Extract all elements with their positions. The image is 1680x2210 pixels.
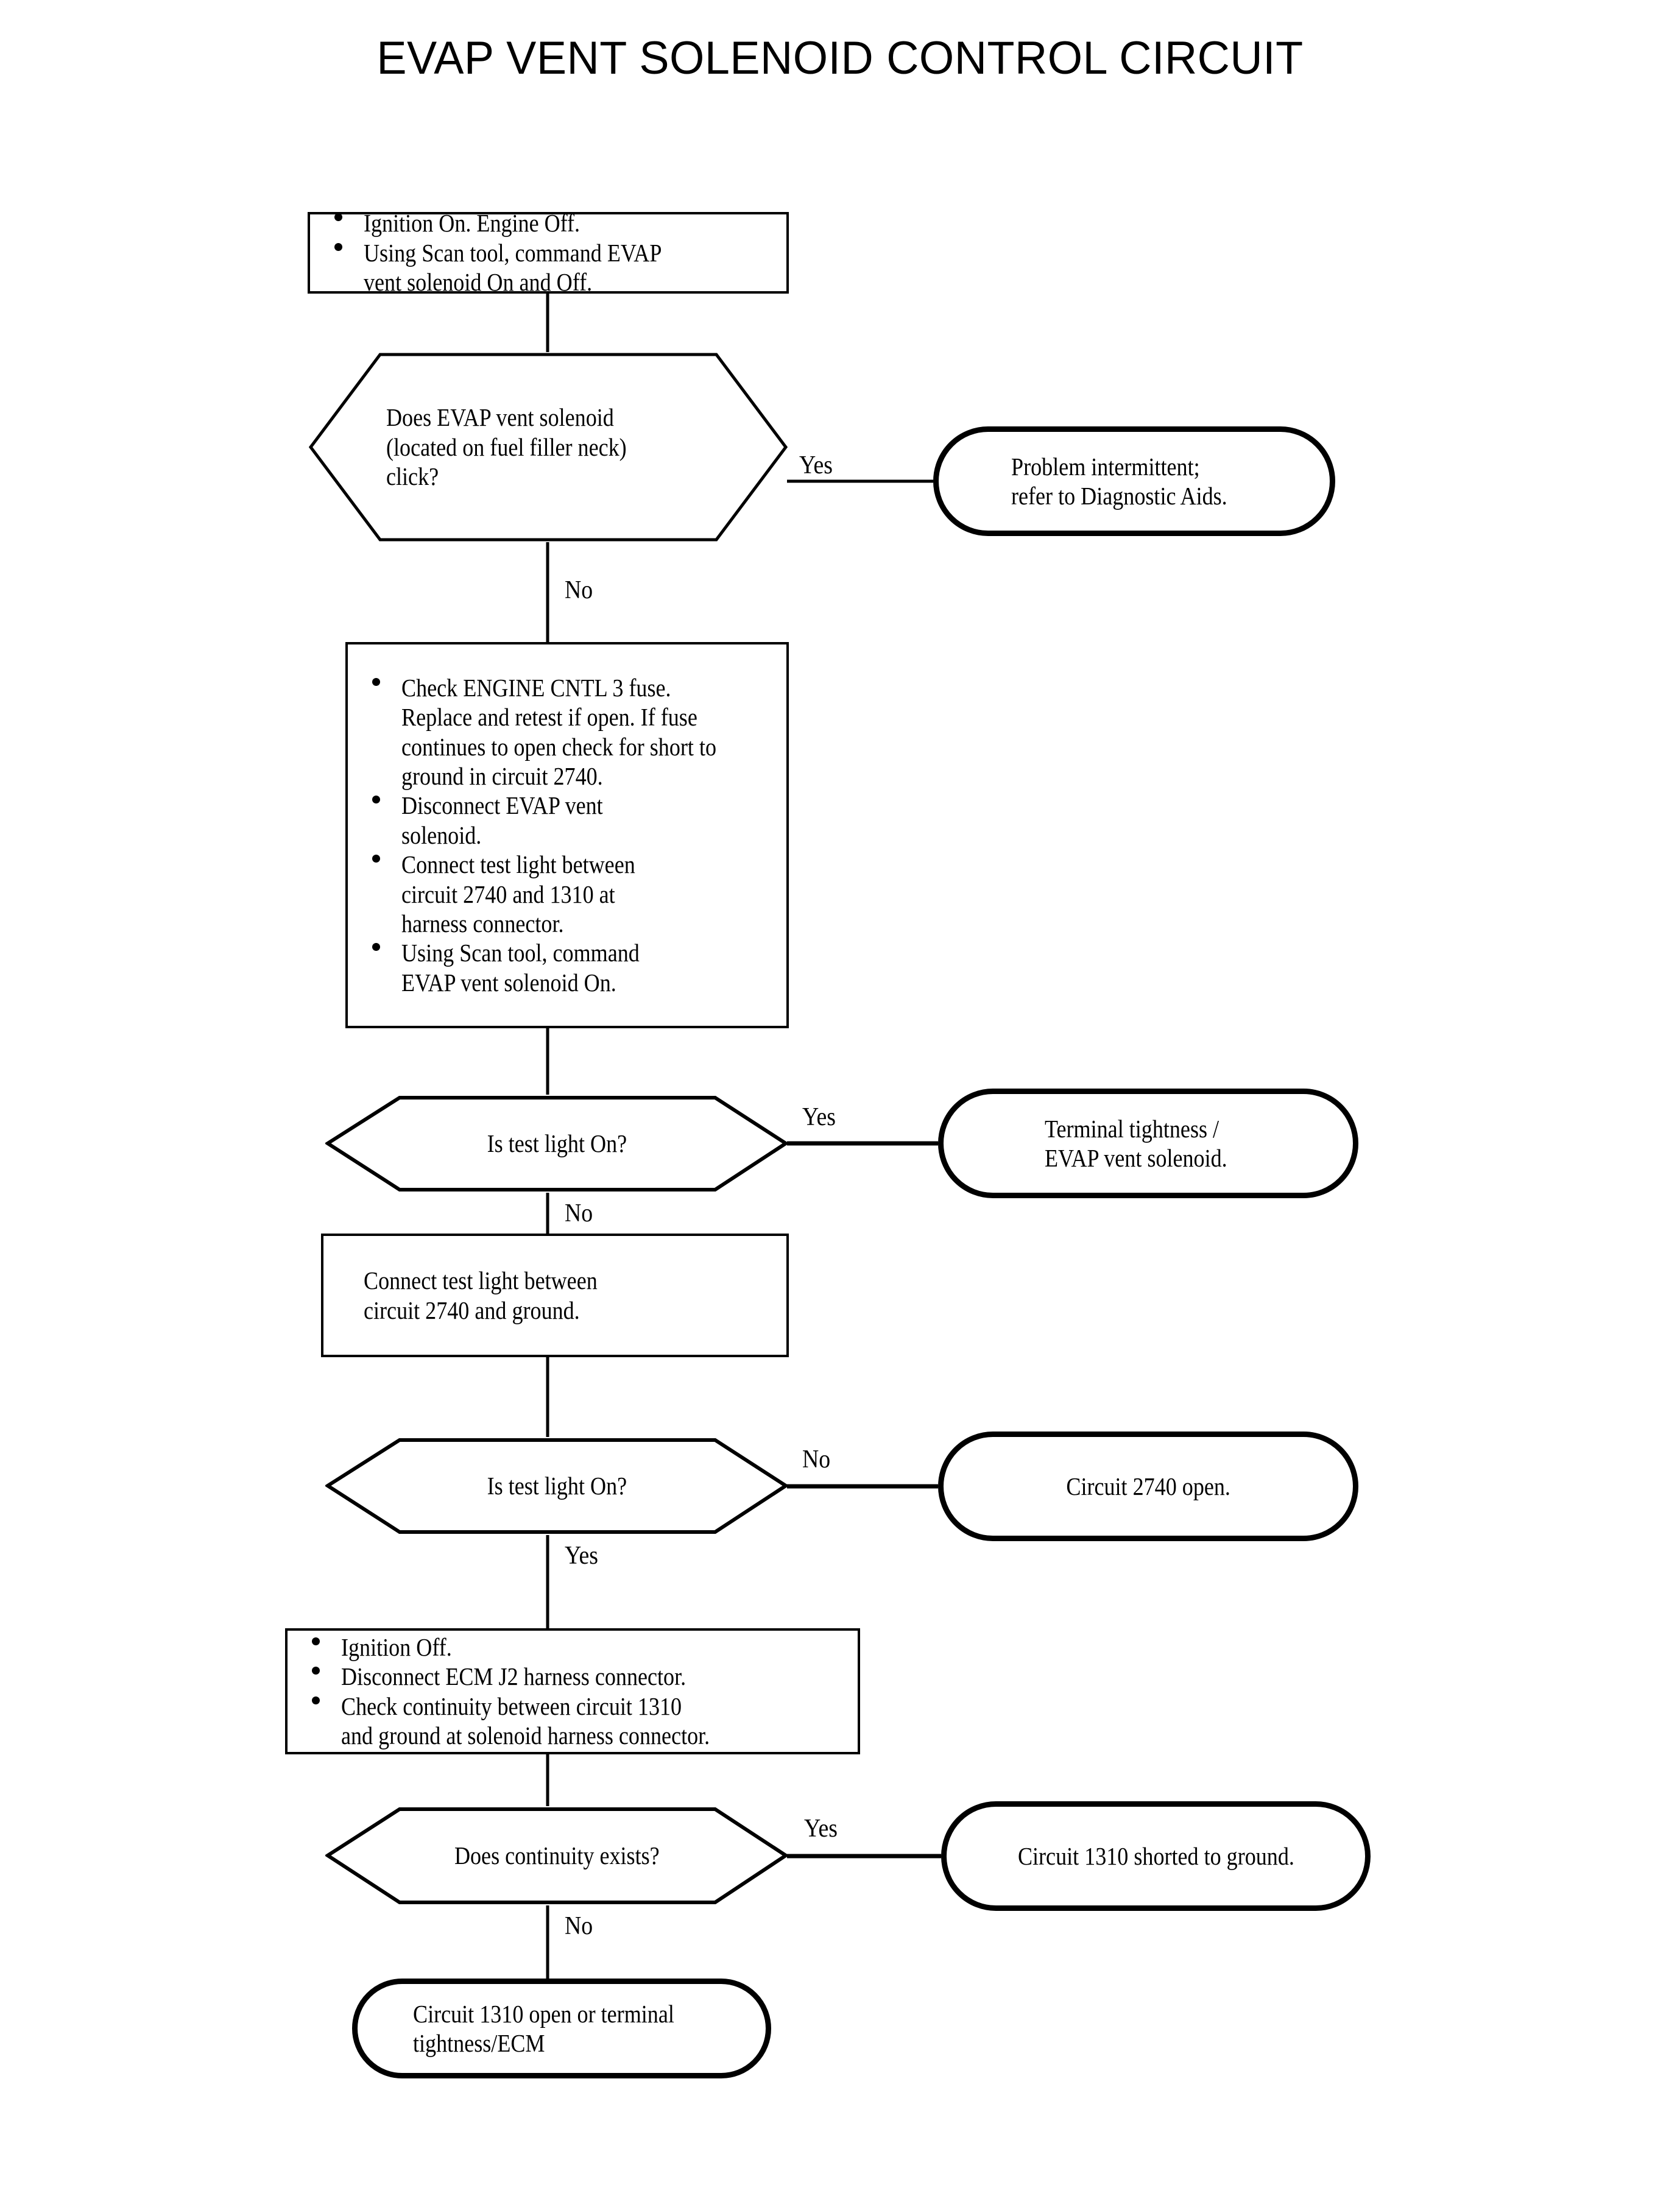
branch-label-no-4: No: [565, 1912, 593, 1940]
bullet-dot: [312, 1637, 320, 1645]
decision-continuity: Does continuity exists?: [325, 1806, 788, 1905]
decision-test-light-1: Is test light On?: [325, 1095, 788, 1193]
bullet-item: Using Scan tool, command EVAP vent solen…: [326, 238, 802, 297]
process-step-4: Ignition Off. Disconnect ECM J2 harness …: [285, 1628, 860, 1754]
bullet-dot: [312, 1667, 320, 1675]
process-step-1: Ignition On. Engine Off. Using Scan tool…: [308, 209, 789, 296]
bullet-item: Disconnect EVAP vent solenoid.: [364, 791, 802, 850]
branch-label-yes-2: Yes: [802, 1103, 836, 1131]
process-step-2: Check ENGINE CNTL 3 fuse. Replace and re…: [345, 642, 789, 1028]
terminator-problem-intermittent: Problem intermittent; refer to Diagnosti…: [933, 426, 1335, 536]
bullet-dot: [372, 796, 380, 804]
decision-evap-click: Does EVAP vent solenoid (located on fuel…: [308, 352, 788, 542]
bullet-item: Ignition On. Engine Off.: [326, 208, 802, 238]
terminator-circuit-2740-open: Circuit 2740 open.: [938, 1432, 1358, 1541]
terminator-terminal-tightness: Terminal tightness / EVAP vent solenoid.: [938, 1089, 1358, 1198]
bullet-dot: [312, 1696, 320, 1704]
branch-label-no-3: No: [802, 1446, 831, 1474]
bullet-item: Check ENGINE CNTL 3 fuse. Replace and re…: [364, 673, 802, 791]
bullet-item: Disconnect ECM J2 harness connector.: [303, 1662, 874, 1691]
bullet-dot: [372, 943, 380, 951]
bullet-item: Ignition Off.: [303, 1633, 874, 1662]
branch-label-yes-4: Yes: [804, 1815, 838, 1843]
branch-label-no-2: No: [565, 1199, 593, 1227]
bullet-item: Check continuity between circuit 1310 an…: [303, 1692, 874, 1751]
terminator-1310-shorted: Circuit 1310 shorted to ground.: [941, 1801, 1371, 1911]
bullet-item: Using Scan tool, command EVAP vent solen…: [364, 938, 802, 997]
bullet-dot: [372, 855, 380, 863]
branch-label-yes-1: Yes: [799, 451, 833, 479]
bullet-dot: [372, 677, 380, 686]
branch-label-no-1: No: [565, 576, 593, 604]
bullet-dot: [334, 242, 342, 251]
branch-label-yes-3: Yes: [565, 1542, 599, 1570]
process-step-3: Connect test light between circuit 2740 …: [321, 1234, 789, 1357]
bullet-dot: [334, 213, 342, 222]
bullet-item: Connect test light between circuit 2740 …: [364, 850, 802, 938]
decision-test-light-2: Is test light On?: [325, 1437, 788, 1535]
page-title: EVAP VENT SOLENOID CONTROL CIRCUIT: [376, 32, 1304, 84]
terminator-1310-open: Circuit 1310 open or terminal tightness/…: [352, 1979, 771, 2078]
